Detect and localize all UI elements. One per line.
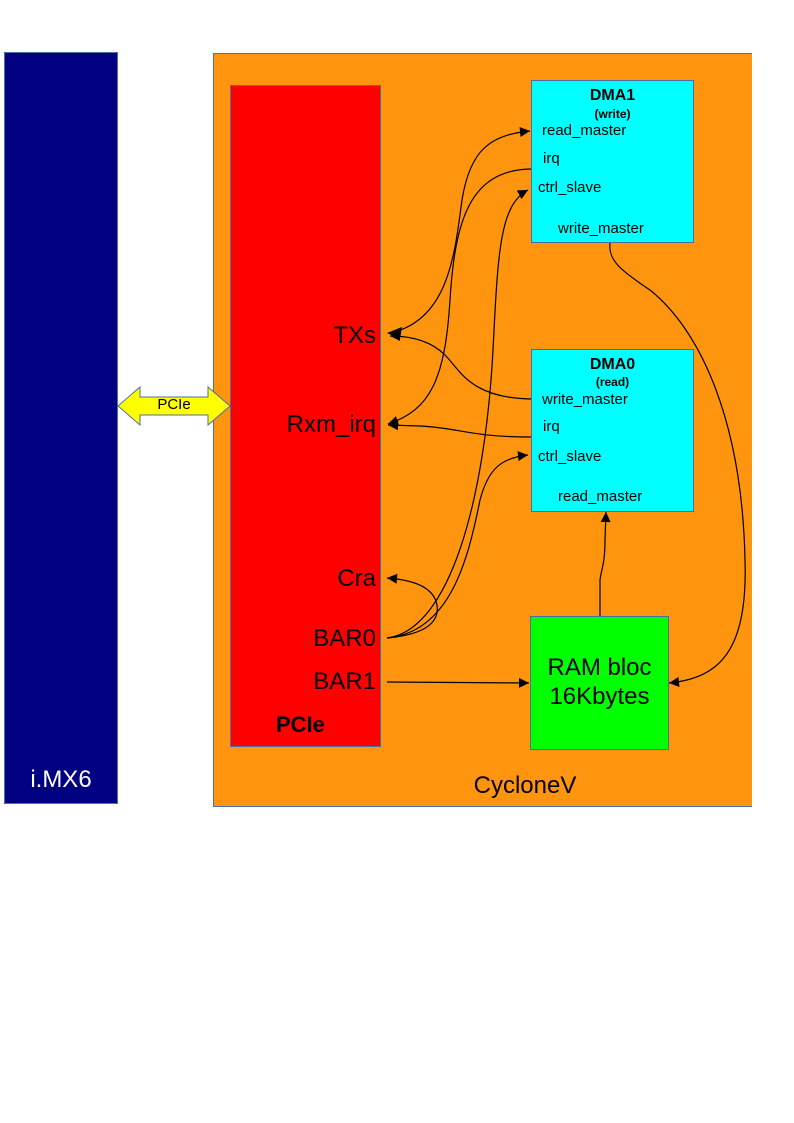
pcie-port-bar0: BAR0	[313, 625, 376, 652]
imx6-label: i.MX6	[30, 766, 92, 793]
wire-dma1-irq-rxm-irq	[387, 168, 532, 426]
wire-bar1-ram	[386, 677, 530, 688]
dma1-port-ctrl-slave: ctrl_slave	[538, 179, 602, 196]
arrowhead-txs	[387, 327, 402, 339]
ram-block	[530, 616, 669, 750]
dma0-subtitle: (read)	[595, 375, 630, 389]
dma0-port-write-master: write_master	[542, 391, 628, 408]
pcie-port-txs: TXs	[333, 322, 376, 349]
wire-bar0-cra	[386, 573, 438, 639]
ram-label-line2: 16Kbytes	[549, 683, 650, 710]
dma0-title: DMA0	[589, 356, 636, 373]
pcie-port-rxm-irq: Rxm_irq	[286, 411, 376, 438]
dma0-port-irq: irq	[543, 418, 560, 435]
pcie-port-cra: Cra	[337, 565, 376, 592]
wire-dma1-write-master-ram	[609, 242, 746, 687]
ram-label-line1: RAM bloc	[547, 654, 652, 681]
pcie-link-arrow	[117, 385, 231, 427]
imx6-block	[4, 52, 118, 804]
wire-bar0-dma1-ctrl-slave	[386, 189, 529, 639]
wire-dma0-irq-rxm-irq	[387, 420, 532, 438]
dma0-port-ctrl-slave: ctrl_slave	[538, 448, 602, 465]
pcie-link-label: PCIe	[157, 396, 191, 413]
cyclonev-label: CycloneV	[473, 772, 577, 799]
dma0-block	[531, 349, 694, 512]
pcie-block	[230, 85, 381, 747]
pcie-port-bar1: BAR1	[313, 668, 376, 695]
dma1-port-write-master: write_master	[558, 220, 644, 237]
dma1-title: DMA1	[589, 87, 636, 104]
pcie-title: PCIe	[276, 712, 325, 737]
ram-label: RAM bloc 16Kbytes	[530, 653, 669, 711]
wire-dma0-write-master-txs	[389, 331, 532, 400]
dma1-port-irq: irq	[543, 150, 560, 167]
wire-ram-dma0-read-master	[599, 511, 611, 616]
dma1-port-read-master: read_master	[542, 122, 627, 139]
wire-txs-dma1-read-master	[389, 127, 531, 334]
dma1-subtitle: (write)	[594, 107, 631, 121]
dma0-port-read-master: read_master	[558, 488, 643, 505]
dma1-block	[531, 80, 694, 243]
wire-bar0-dma0-ctrl-slave	[386, 451, 529, 639]
